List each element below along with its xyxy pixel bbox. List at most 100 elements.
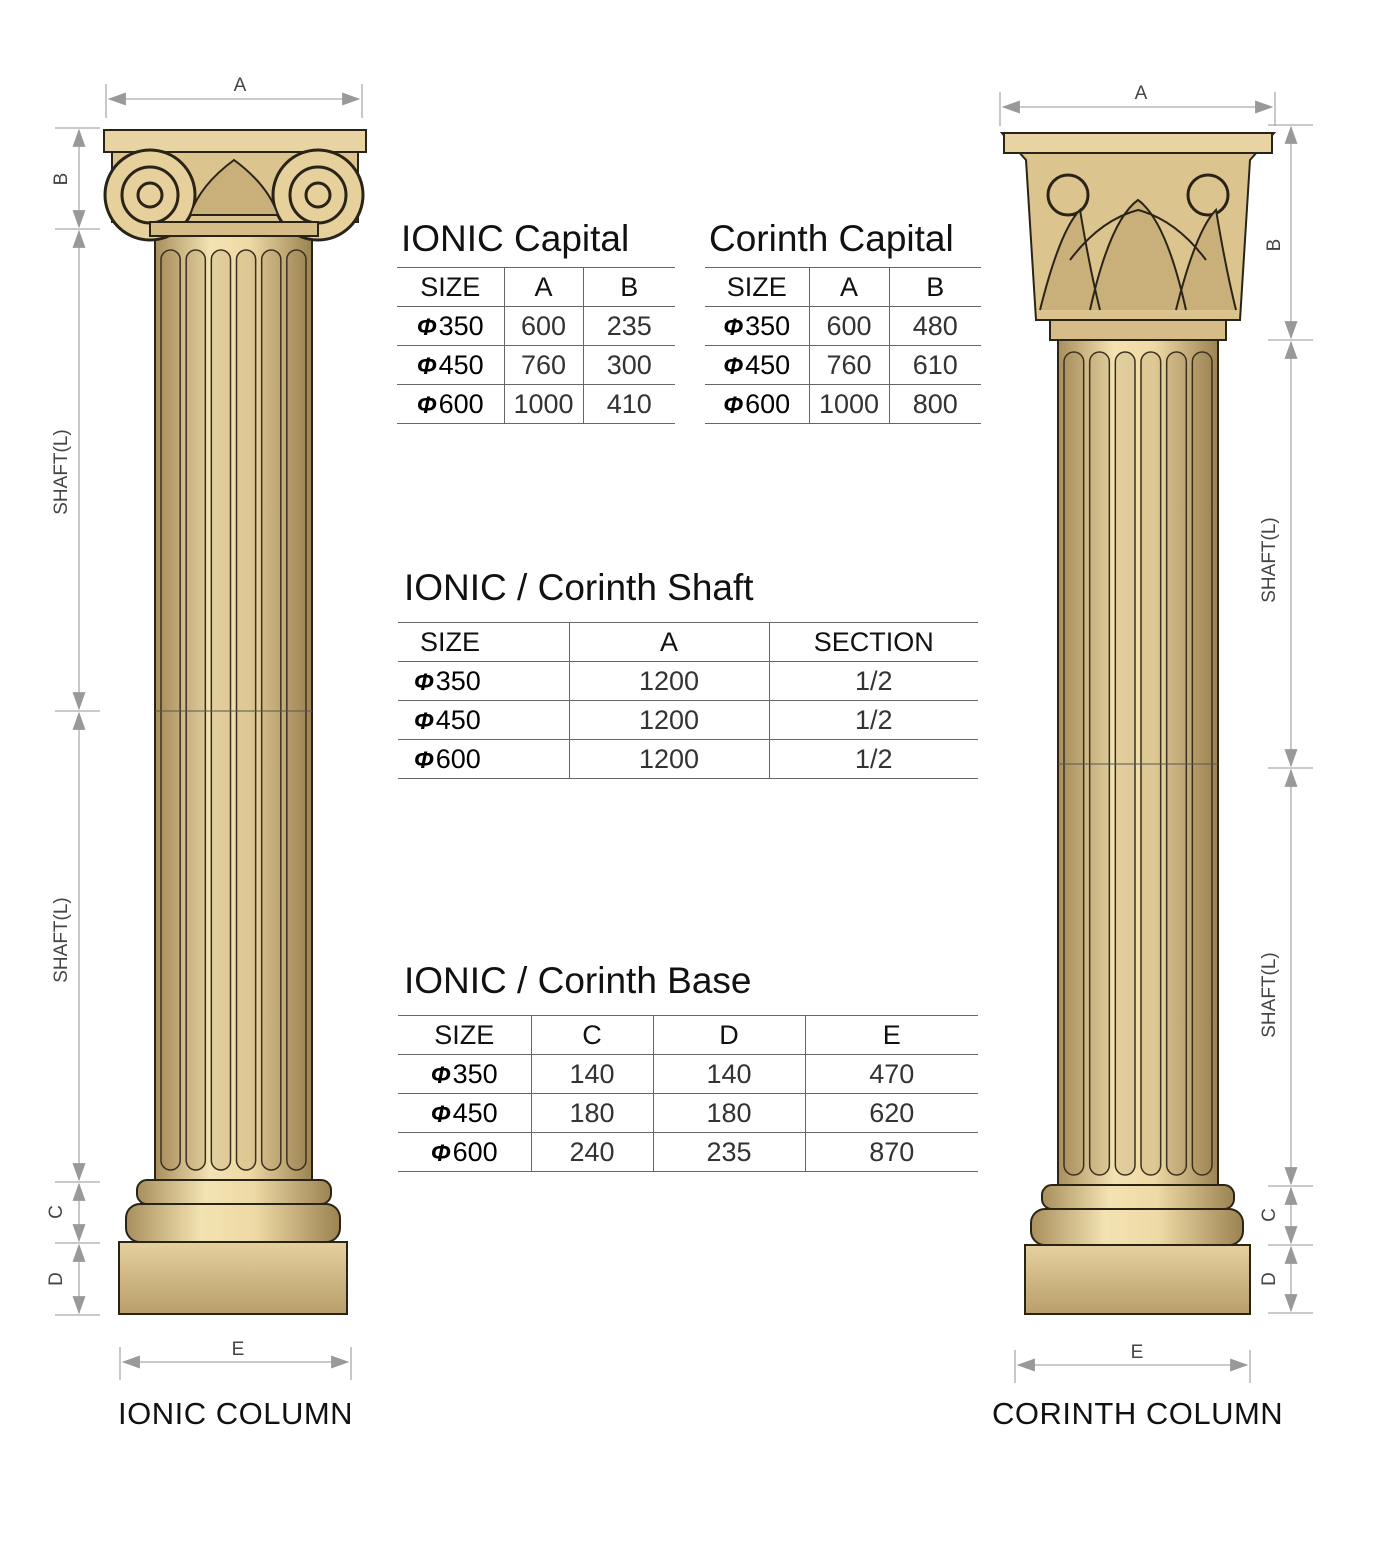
- header-b: B: [582, 267, 675, 307]
- c-cell: 180: [530, 1093, 653, 1133]
- e-cell: 620: [804, 1093, 978, 1133]
- d-cell: 235: [652, 1132, 805, 1172]
- a-cell: 1000: [808, 384, 889, 424]
- ionic-column: [103, 129, 367, 1315]
- diameter-symbol: Φ: [430, 1061, 451, 1089]
- size-value: 600: [438, 388, 484, 419]
- shaft-flute: [160, 249, 181, 1171]
- a-cell: 760: [503, 345, 583, 385]
- section-cell: 1/2: [768, 700, 978, 740]
- size-value: 350: [438, 310, 484, 341]
- size-value: 600: [435, 743, 481, 774]
- shaft-title: IONIC / Corinth Shaft: [404, 567, 754, 608]
- base-title: IONIC / Corinth Base: [404, 960, 752, 1001]
- diameter-symbol: Φ: [723, 352, 744, 380]
- diameter-symbol: Φ: [416, 391, 437, 419]
- diameter-symbol: Φ: [416, 352, 437, 380]
- d-cell: 140: [652, 1054, 805, 1094]
- corinth-dimension-labels: A B SHAFT(L) SHAFT(L) C D E: [1131, 83, 1285, 1363]
- ionic-capital-title: IONIC Capital: [401, 218, 630, 259]
- dim-a-label: A: [1135, 83, 1148, 104]
- dim-e-label: E: [232, 1339, 245, 1360]
- header-size: SIZE: [398, 622, 569, 662]
- diameter-symbol: Φ: [414, 746, 434, 774]
- dim-shaft-label: SHAFT(L): [1259, 952, 1280, 1038]
- size-cell: Φ350: [705, 306, 809, 346]
- diameter-symbol: Φ: [414, 668, 434, 696]
- size-cell: Φ350: [397, 306, 504, 346]
- a-cell: 760: [808, 345, 889, 385]
- a-cell: 1200: [568, 739, 769, 779]
- size-cell: Φ600: [398, 739, 569, 779]
- e-cell: 470: [804, 1054, 978, 1094]
- header-b: B: [888, 267, 981, 307]
- header-c: C: [530, 1015, 653, 1055]
- shaft-flute: [286, 249, 307, 1171]
- section-cell: 1/2: [768, 661, 978, 701]
- size-value: 600: [745, 388, 791, 419]
- b-cell: 300: [582, 345, 675, 385]
- size-cell: Φ450: [397, 345, 504, 385]
- e-cell: 870: [804, 1132, 978, 1172]
- size-cell: Φ600: [398, 1132, 531, 1172]
- dim-b-label: B: [51, 173, 72, 186]
- corinth-column-title: CORINTH COLUMN: [992, 1396, 1284, 1431]
- a-cell: 1200: [568, 661, 769, 701]
- a-cell: 1200: [568, 700, 769, 740]
- d-cell: 180: [652, 1093, 805, 1133]
- dim-c-label: C: [1259, 1208, 1280, 1222]
- header-size: SIZE: [398, 1015, 531, 1055]
- shaft-flute: [235, 249, 257, 1171]
- header-section: SECTION: [768, 622, 978, 662]
- dim-e-label: E: [1131, 1342, 1144, 1363]
- diameter-symbol: Φ: [430, 1139, 451, 1167]
- b-cell: 410: [582, 384, 675, 424]
- diameter-symbol: Φ: [414, 707, 434, 735]
- dim-c-label: C: [46, 1205, 67, 1219]
- size-cell: Φ600: [705, 384, 809, 424]
- diameter-symbol: Φ: [723, 391, 744, 419]
- ionic-dimensions: [55, 84, 363, 1380]
- b-cell: 610: [888, 345, 981, 385]
- dim-d-label: D: [46, 1272, 67, 1286]
- shaft-flute: [210, 249, 232, 1171]
- size-value: 450: [435, 704, 481, 735]
- corinth-capital-drawing: [999, 132, 1277, 341]
- a-cell: 1000: [503, 384, 583, 424]
- b-cell: 480: [888, 306, 981, 346]
- c-cell: 240: [530, 1132, 653, 1172]
- size-value: 450: [745, 349, 791, 380]
- size-cell: Φ350: [398, 1054, 531, 1094]
- diameter-symbol: Φ: [416, 313, 437, 341]
- corinth-dimensions: [999, 92, 1313, 1383]
- size-cell: Φ600: [397, 384, 504, 424]
- size-value: 450: [438, 349, 484, 380]
- dim-b-label: B: [1264, 239, 1285, 252]
- size-cell: Φ450: [398, 700, 569, 740]
- a-cell: 600: [808, 306, 889, 346]
- size-value: 600: [452, 1136, 498, 1167]
- header-a: A: [568, 622, 769, 662]
- c-cell: 140: [530, 1054, 653, 1094]
- corinth-capital-title: Corinth Capital: [709, 218, 954, 259]
- corinth-column: [999, 132, 1277, 1315]
- header-size: SIZE: [397, 267, 504, 307]
- shaft-flute: [260, 249, 282, 1171]
